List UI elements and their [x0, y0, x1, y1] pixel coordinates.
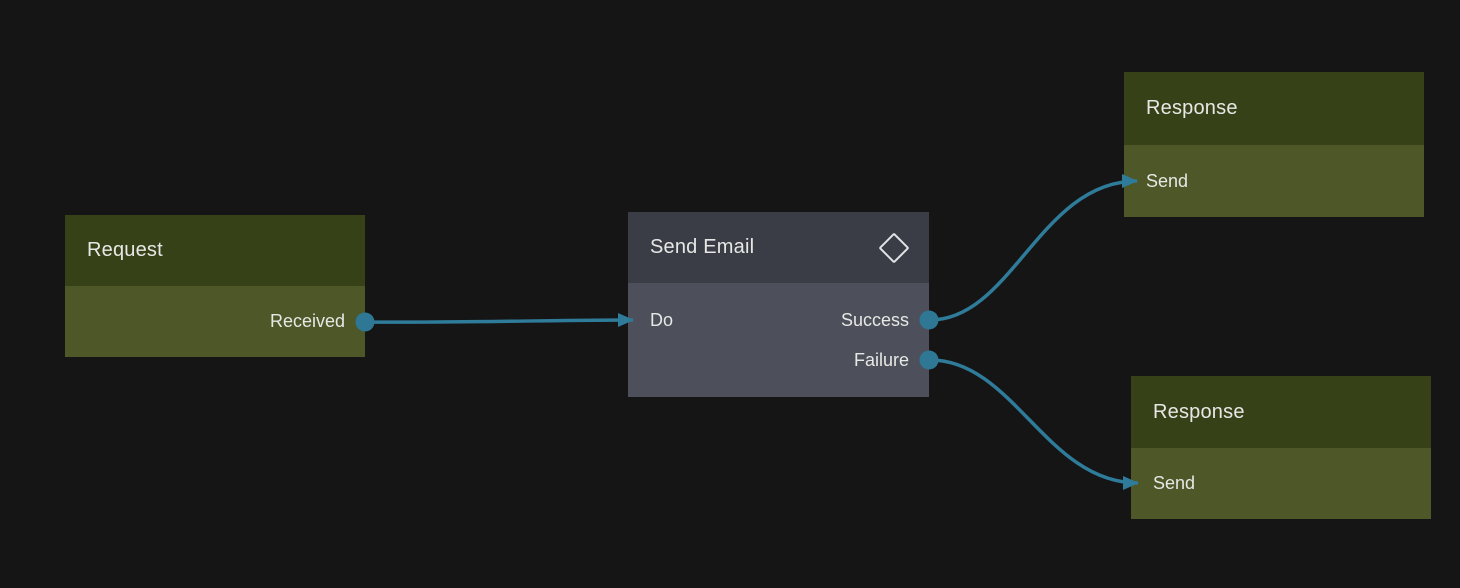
- port-row: Send: [1131, 463, 1431, 503]
- port-row: Failure: [628, 340, 929, 380]
- node-response-failure-header: Response: [1131, 376, 1431, 448]
- node-response-success-body: Send: [1124, 145, 1424, 217]
- node-request-header: Request: [65, 215, 365, 286]
- node-title: Request: [87, 239, 163, 261]
- output-port-label-failure: Failure: [853, 349, 909, 370]
- port-row: Send: [1124, 161, 1424, 201]
- input-port-label-send: Send: [1146, 170, 1189, 191]
- edge-failure-to-send[interactable]: [929, 358, 1139, 490]
- node-request[interactable]: Request Received: [65, 215, 365, 357]
- output-port-label-success: Success: [840, 309, 909, 330]
- port-handle-success[interactable]: [919, 310, 939, 330]
- port-row: Do Success: [628, 300, 929, 340]
- node-title: Response: [1153, 400, 1245, 423]
- input-port-label-send: Send: [1153, 472, 1196, 493]
- node-title: Send Email: [650, 236, 755, 258]
- node-send-email-header: Send Email: [628, 212, 929, 283]
- node-send-email-body: Do Success Failure: [628, 283, 929, 397]
- node-response-success-header: Response: [1124, 72, 1424, 145]
- port-row: Received: [65, 301, 365, 341]
- node-request-body: Received: [65, 286, 365, 357]
- node-send-email[interactable]: Send Email Do Success Failure: [628, 212, 929, 397]
- node-response-failure-body: Send: [1131, 448, 1431, 519]
- output-port-label-received: Received: [269, 310, 345, 331]
- node-response-success[interactable]: Response Send: [1124, 72, 1424, 217]
- input-port-label-do: Do: [650, 309, 674, 330]
- edge-success-to-send[interactable]: [929, 174, 1138, 322]
- port-handle-failure[interactable]: [919, 350, 939, 370]
- diamond-icon: [878, 231, 910, 264]
- node-title: Response: [1146, 97, 1238, 119]
- port-handle-received[interactable]: [355, 312, 375, 332]
- node-response-failure[interactable]: Response Send: [1131, 376, 1431, 519]
- edge-received-to-do[interactable]: [367, 313, 634, 328]
